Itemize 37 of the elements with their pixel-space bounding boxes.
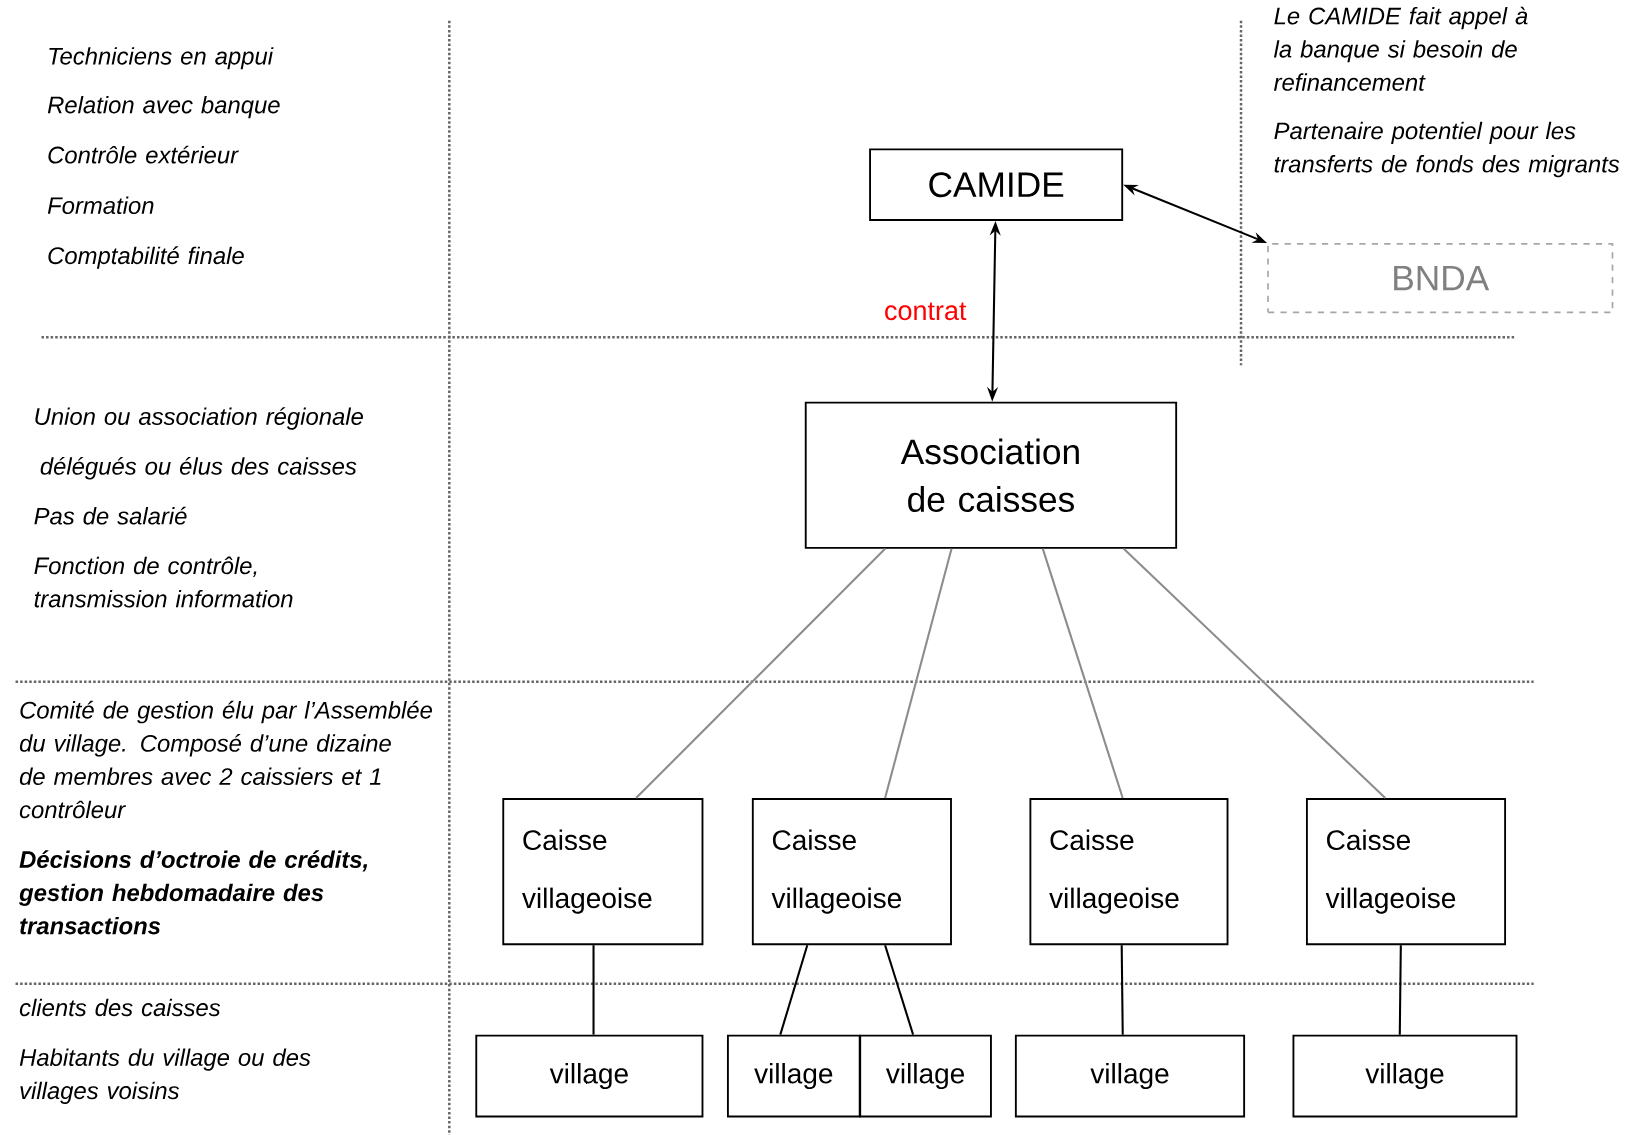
- connector: [779, 944, 809, 1035]
- note-text: Contrôle extérieur: [48, 145, 239, 164]
- note-text: Techniciens en appui: [49, 47, 274, 70]
- org-box: village: [859, 1034, 992, 1118]
- note-text: clients des caisses: [19, 998, 221, 1017]
- note-text: Partenaire potentiel pour les transferts de fonds des migrants: [1274, 121, 1620, 178]
- connector: [884, 944, 915, 1035]
- org-box: village: [1014, 1034, 1246, 1118]
- note-text: Pas de salarié: [34, 506, 187, 525]
- note-text: Comité de gestion élu par l’Assemblée du village. Composé d’une dizaine de membres avec 2 caissiers et 1 contrôleur: [19, 700, 432, 819]
- connector: [1123, 548, 1386, 799]
- org-box: village: [1292, 1034, 1518, 1118]
- org-box: CAMIDE: [869, 148, 1124, 221]
- connector: [1398, 945, 1402, 1035]
- note-text: Union ou association régionale: [35, 407, 363, 430]
- note-text: Formation: [47, 196, 154, 214]
- caisse-box: Caisse villageoise: [1305, 797, 1507, 946]
- note-text: Comptabilité finale: [48, 246, 244, 269]
- caisse-box: Caisse villageoise: [751, 797, 952, 946]
- note-text: délégués ou élus des caisses: [40, 456, 357, 480]
- connector: [592, 945, 595, 1035]
- connector: [884, 548, 953, 799]
- connector: [1041, 548, 1124, 799]
- org-box: village: [726, 1034, 861, 1118]
- connector: [1120, 945, 1124, 1035]
- caisse-box: Caisse villageoise: [1029, 797, 1229, 946]
- dashed-box: BNDA: [1267, 242, 1614, 314]
- connector: [635, 548, 886, 799]
- note-text: Le CAMIDE fait appel à la banque si besoin de refinancement: [1274, 6, 1528, 91]
- note-text: Fonction de contrôle, transmission information: [34, 556, 293, 608]
- caisse-box: Caisse villageoise: [502, 797, 704, 946]
- edge-label: contrat: [885, 302, 967, 321]
- note-text: Relation avec banque: [47, 95, 280, 119]
- org-box: village: [475, 1034, 704, 1118]
- note-text: Habitants du village ou des villages voisins: [19, 1048, 311, 1104]
- note-text: Décisions d’octroie de crédits, gestion hebdomadaire des transactions: [19, 850, 368, 935]
- org-box: Association de caisses: [804, 401, 1178, 549]
